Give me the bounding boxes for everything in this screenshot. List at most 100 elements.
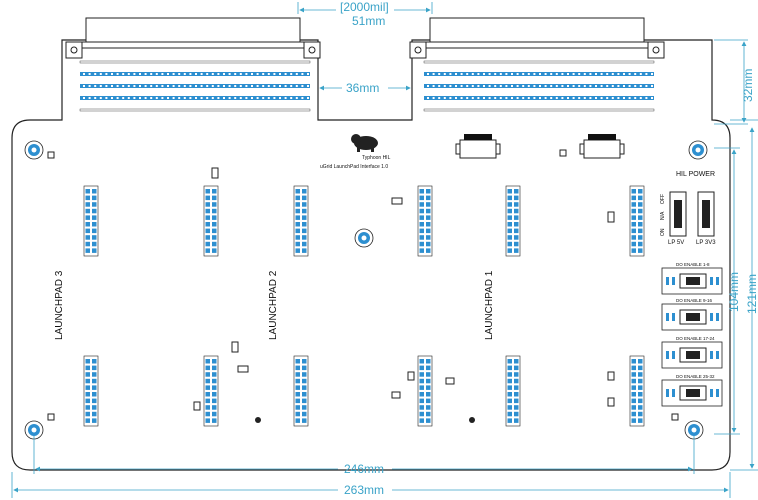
connector-pin [578,85,581,87]
header-pin [507,411,512,417]
connector-pin [273,85,276,87]
connector-pin [239,85,242,87]
header-pin [507,241,512,247]
connector-pin [183,85,186,87]
header-pin [507,418,512,423]
connector-pin [301,85,304,87]
connector-pin [483,97,485,99]
connector-pin [307,97,309,99]
connector-pin [460,97,463,99]
connector-pin [217,85,220,87]
do-enable-label: DO ENABLE 25-32 [676,374,715,379]
header-pin [302,235,307,240]
connector-pin [494,85,497,87]
header-pin [295,241,300,247]
connector-pin [494,97,497,99]
header-pin [631,195,636,201]
header-pin [212,359,217,364]
header-pin [295,195,300,201]
connector-pin [572,97,575,99]
connector-pin [133,97,136,99]
connector-pin [161,73,164,75]
connector-pin [116,73,119,75]
header-pin [205,405,210,410]
header-pin [212,405,217,410]
header-pin [507,189,512,194]
connector-pin [167,97,169,99]
header-pin [92,385,97,390]
do-enable-pad [672,277,675,285]
connector-pin [483,85,485,87]
header-pin [212,248,217,253]
header-pin [85,398,90,404]
connector-pin [611,97,614,99]
header-pin [295,385,300,390]
header-pin [638,378,643,384]
header-pin [419,235,424,240]
header-pin [426,215,431,220]
connector-pin [466,97,469,99]
header-pin [92,208,97,214]
header-pin [302,411,307,417]
connector-pin [544,85,547,87]
header-pin [205,222,210,227]
dim-right-top: 32mm [741,69,755,102]
connector-pin [223,85,225,87]
connector-pin [122,85,125,87]
header-pin [212,372,217,377]
header-pin [205,372,210,377]
connector-pin [617,85,620,87]
connector-rail [423,60,655,64]
header-pin [638,392,643,397]
dim-right-full: 121mm [745,274,758,314]
header-pin [507,222,512,227]
header-pin [419,202,424,207]
connector-pin [477,85,480,87]
header-pin [85,208,90,214]
header-pin [212,189,217,194]
connector-pin [167,73,169,75]
connector-pin [488,73,491,75]
header-pin [507,378,512,384]
header-pin [514,222,519,227]
header-pin [92,372,97,377]
connector-pin [94,73,97,75]
header-pin [419,189,424,194]
header-pin [426,411,431,417]
header-pin [85,359,90,364]
connector-pin [628,97,631,99]
header-pin [426,235,431,240]
connector-pin [155,73,158,75]
connector-pin [245,97,248,99]
do-enable-pad [710,351,713,359]
connector-pin [606,97,609,99]
connector-pin [206,85,209,87]
header-pin [92,235,97,240]
connector-pin [133,85,136,87]
connector-pin [111,85,113,87]
connector-pin [133,73,136,75]
connector-pin [628,85,631,87]
connector-pin [88,97,91,99]
board-subtitle: uGrid LaunchPad Interface 1.0 [320,164,388,170]
mounting-hole-center [31,147,37,153]
dim-top-mil: [2000mil] [340,0,389,14]
connector-pin [583,73,586,75]
header-pin [85,202,90,207]
header-pin [302,378,307,384]
header-pin [507,248,512,253]
header-pin [212,411,217,417]
connector-pin [494,73,497,75]
header-pin [419,418,424,423]
connector-pin [273,97,276,99]
do-enable-pad [716,313,719,321]
header-pin [212,365,217,371]
header-pin [302,202,307,207]
header-pin [92,359,97,364]
header-pin [419,385,424,390]
connector-pin [256,97,259,99]
connector-pin [256,73,259,75]
mounting-hole-center [361,235,367,241]
header-pin [205,365,210,371]
header-pin [92,215,97,220]
